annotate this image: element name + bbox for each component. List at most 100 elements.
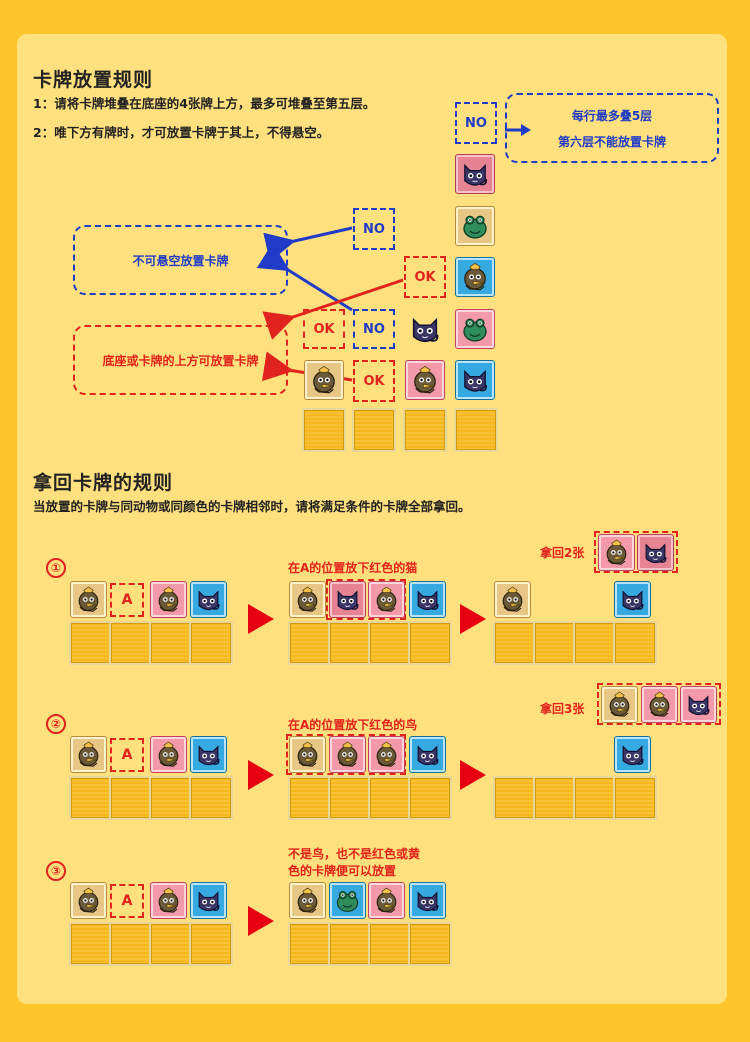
- callout-above-base: 底座或卡牌的上方可放置卡牌: [73, 325, 288, 395]
- step-arrow: [460, 760, 486, 790]
- bird-icon: [644, 689, 675, 720]
- example-note-line2: 色的卡牌便可以放置: [288, 864, 397, 878]
- cat-icon: [640, 537, 671, 568]
- card-yellow-bird: [289, 882, 326, 919]
- callout-no-floating: 不可悬空放置卡牌: [73, 225, 288, 295]
- base-card: [69, 776, 113, 820]
- cat-icon: [406, 310, 444, 348]
- callout-max-layers: 每行最多叠5层 第六层不能放置卡牌: [505, 93, 719, 163]
- bird-icon: [371, 584, 402, 615]
- base-card: [408, 621, 452, 665]
- bird-icon: [153, 739, 184, 770]
- base-card: [109, 922, 153, 966]
- cat-icon: [332, 584, 363, 615]
- card-yellow-bird: [601, 686, 638, 723]
- bird-icon: [292, 739, 323, 770]
- cat-icon: [193, 885, 224, 916]
- card-yellow-bird: [289, 581, 326, 618]
- cat-icon: [458, 157, 492, 191]
- step-arrow: [460, 604, 486, 634]
- base-card: [189, 776, 233, 820]
- frog-icon: [458, 312, 492, 346]
- callout-max-layers-line1: 每行最多叠5层: [571, 108, 653, 123]
- bird-icon: [371, 739, 402, 770]
- card-red-bird: [150, 736, 187, 773]
- take-back-count: 拿回3张: [540, 702, 585, 716]
- step-arrow: [248, 604, 274, 634]
- bird-icon: [292, 885, 323, 916]
- card-blue-frog: [329, 882, 366, 919]
- section2-subtitle: 当放置的卡牌与同动物或同颜色的卡牌相邻时，请将满足条件的卡牌全部拿回。: [33, 499, 471, 514]
- example-note: 在A的位置放下红色的鸟: [288, 718, 418, 732]
- section2-title: 拿回卡牌的规则: [33, 472, 174, 494]
- card-red-bird: [368, 581, 405, 618]
- card-red-cat: [455, 154, 495, 194]
- card-yellow-bird: [70, 736, 107, 773]
- base-card: [493, 776, 537, 820]
- card-red-bird: [329, 736, 366, 773]
- base-card: [328, 621, 372, 665]
- base-card: [69, 621, 113, 665]
- bird-icon: [458, 260, 492, 294]
- card-yellow-bird: [304, 360, 344, 400]
- card-red-bird: [150, 581, 187, 618]
- card-red-cat: [329, 581, 366, 618]
- ok-label: OK: [404, 256, 446, 298]
- base-card: [352, 408, 396, 452]
- match-highlight: [326, 579, 406, 620]
- base-card: [368, 922, 412, 966]
- slot-a: A: [110, 884, 144, 918]
- card-blue-cat: [614, 736, 651, 773]
- base-card: [328, 922, 372, 966]
- rule-1: 1：请将卡牌堆叠在底座的4张牌上方，最多可堆叠至第五层。: [33, 96, 376, 111]
- base-card: [613, 776, 657, 820]
- bird-icon: [153, 885, 184, 916]
- base-card: [189, 621, 233, 665]
- cat-icon: [617, 584, 648, 615]
- base-card: [328, 776, 372, 820]
- cat-icon: [193, 739, 224, 770]
- no-label: NO: [455, 102, 497, 144]
- cat-icon: [412, 584, 443, 615]
- card-red-bird: [405, 360, 445, 400]
- base-card: [288, 621, 332, 665]
- base-card: [493, 621, 537, 665]
- slot-a: A: [110, 583, 144, 617]
- bird-icon: [73, 885, 104, 916]
- card-blue-cat: [190, 882, 227, 919]
- card-blue-cat: [409, 736, 446, 773]
- card-yellow-bird: [289, 736, 326, 773]
- base-card: [109, 621, 153, 665]
- bird-icon: [332, 739, 363, 770]
- no-label: NO: [353, 208, 395, 250]
- card-red-bird: [641, 686, 678, 723]
- base-card: [573, 776, 617, 820]
- card-yellow-bird: [70, 581, 107, 618]
- callout-max-layers-line2: 第六层不能放置卡牌: [557, 134, 666, 149]
- bird-icon: [604, 689, 635, 720]
- example-note-line1: 不是鸟，也不是红色或黄: [288, 847, 421, 861]
- base-card: [533, 776, 577, 820]
- base-card: [149, 621, 193, 665]
- card-red-bird: [368, 882, 405, 919]
- bird-icon: [371, 885, 402, 916]
- base-card: [408, 922, 452, 966]
- bird-icon: [153, 584, 184, 615]
- slot-a: A: [110, 738, 144, 772]
- base-card: [69, 922, 113, 966]
- base-card: [189, 922, 233, 966]
- card-blue-cat: [409, 882, 446, 919]
- card-yellow-frog: [455, 206, 495, 246]
- card-red-bird: [150, 882, 187, 919]
- example-number: ②: [46, 714, 66, 734]
- card-blue-bird: [455, 257, 495, 297]
- base-card: [109, 776, 153, 820]
- step-arrow: [248, 906, 274, 936]
- card-red-bird: [368, 736, 405, 773]
- card-yellow-bird: [494, 581, 531, 618]
- card-blue-cat: [190, 581, 227, 618]
- cat-icon: [458, 363, 492, 397]
- card-yellow-bird: [70, 882, 107, 919]
- cat-icon: [193, 584, 224, 615]
- card-red-frog: [455, 309, 495, 349]
